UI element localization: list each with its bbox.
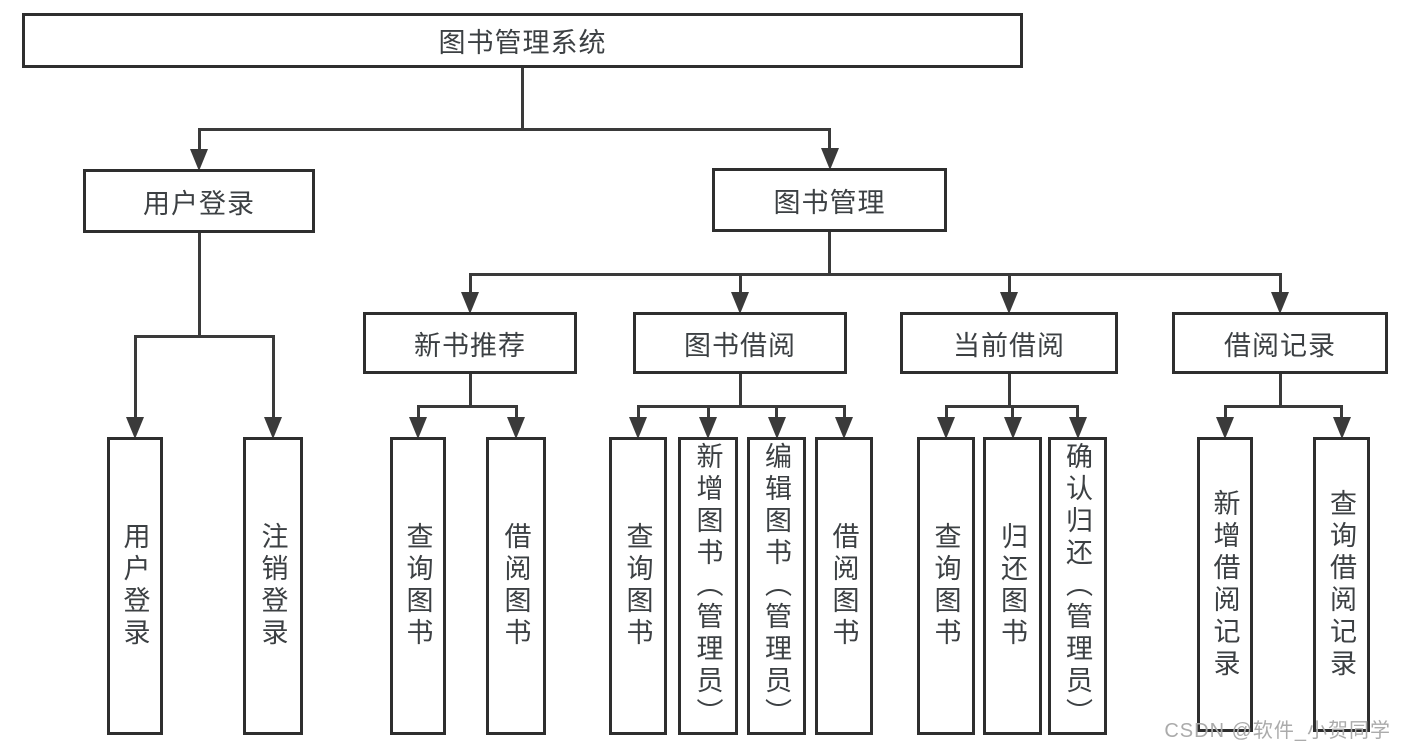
node-label-root: 图书管理系统 — [438, 28, 607, 58]
connector-line — [1278, 273, 1282, 294]
connector-line — [133, 335, 137, 419]
arrowhead-icon — [1216, 417, 1234, 439]
connector-line — [1223, 405, 1343, 408]
node-rec-query: 查询图书 — [390, 437, 446, 735]
arrowhead-icon — [507, 417, 525, 439]
connector-line — [521, 68, 524, 131]
arrowhead-icon — [731, 292, 749, 314]
node-logout: 注销登录 — [243, 437, 303, 735]
arrowhead-icon — [767, 417, 786, 439]
arrowhead-icon — [190, 149, 208, 171]
node-new-book-rec: 新书推荐 — [363, 312, 577, 374]
connector-line — [1223, 405, 1227, 419]
node-label-rec-borrow: 借阅图书 — [500, 522, 531, 650]
connector-line — [416, 405, 518, 408]
connector-line — [706, 405, 710, 419]
arrowhead-icon — [835, 417, 853, 439]
node-label-book-mgmt: 图书管理 — [773, 187, 886, 218]
connector-line — [197, 128, 201, 151]
node-label-borrow-records: 借阅记录 — [1224, 330, 1336, 361]
arrowhead-icon — [461, 292, 479, 314]
node-label-bb-query: 查询图书 — [622, 522, 653, 650]
connector-line — [133, 335, 275, 338]
csdn-watermark: CSDN @软件_小贺同学 — [1164, 720, 1391, 742]
node-label-br-query: 查询借阅记录 — [1326, 488, 1356, 681]
connector-line — [1340, 405, 1343, 419]
node-label-current-borrow: 当前借阅 — [953, 330, 1065, 361]
node-label-new-book-rec: 新书推荐 — [414, 330, 526, 361]
node-cb-return: 归还图书 — [983, 437, 1042, 735]
connector-line — [738, 273, 742, 294]
node-rec-borrow: 借阅图书 — [486, 437, 546, 735]
node-login: 用户登录 — [107, 437, 163, 735]
connector-line — [1278, 374, 1282, 408]
node-label-cb-confirm: 确认归还（管理员） — [1062, 442, 1092, 730]
node-br-query: 查询借阅记录 — [1313, 437, 1370, 732]
node-cb-confirm: 确认归还（管理员） — [1048, 437, 1107, 735]
node-user-login: 用户登录 — [83, 169, 315, 233]
node-cb-query: 查询图书 — [917, 437, 975, 735]
connector-line — [468, 374, 472, 408]
node-bb-add: 新增图书（管理员） — [678, 437, 738, 735]
connector-line — [828, 232, 831, 276]
arrowhead-icon — [1003, 417, 1022, 439]
arrowhead-icon — [699, 417, 717, 439]
connector-line — [775, 405, 778, 419]
connector-line — [468, 273, 472, 294]
node-current-borrow: 当前借阅 — [900, 312, 1118, 374]
node-book-mgmt: 图书管理 — [712, 168, 947, 232]
node-book-borrow: 图书借阅 — [633, 312, 847, 374]
connector-line — [636, 405, 640, 419]
connector-line — [738, 374, 742, 408]
node-br-add: 新增借阅记录 — [1197, 437, 1253, 732]
node-bb-query: 查询图书 — [609, 437, 667, 735]
node-label-user-login: 用户登录 — [143, 188, 255, 219]
connector-line — [828, 128, 831, 150]
connector-line — [842, 405, 846, 419]
arrowhead-icon — [820, 148, 839, 170]
arrowhead-icon — [1271, 292, 1289, 314]
connector-line — [1007, 374, 1011, 408]
connector-line — [1011, 405, 1014, 419]
node-label-rec-query: 查询图书 — [402, 522, 433, 650]
node-label-cb-query: 查询图书 — [930, 522, 961, 650]
connector-line — [514, 405, 518, 419]
connector-line — [197, 128, 831, 131]
node-label-book-borrow: 图书借阅 — [684, 330, 796, 361]
arrowhead-icon — [1068, 417, 1087, 439]
node-bb-edit: 编辑图书（管理员） — [747, 437, 806, 735]
connector-line — [1007, 273, 1011, 294]
node-label-bb-edit: 编辑图书（管理员） — [761, 442, 791, 730]
arrowhead-icon — [937, 417, 955, 439]
node-bb-borrow: 借阅图书 — [815, 437, 873, 735]
node-label-login: 用户登录 — [119, 522, 150, 650]
connector-line — [636, 405, 846, 408]
connector-line — [271, 335, 275, 419]
connector-line — [468, 273, 1282, 276]
connector-line — [197, 233, 201, 338]
node-label-logout: 注销登录 — [257, 522, 288, 650]
arrowhead-icon — [126, 417, 144, 439]
node-label-br-add: 新增借阅记录 — [1209, 488, 1240, 681]
arrowhead-icon — [264, 417, 282, 439]
node-root: 图书管理系统 — [22, 13, 1023, 68]
arrowhead-icon — [1332, 417, 1351, 439]
connector-line — [944, 405, 948, 419]
arrowhead-icon — [629, 417, 647, 439]
node-label-bb-add: 新增图书（管理员） — [692, 442, 723, 730]
node-label-bb-borrow: 借阅图书 — [828, 522, 859, 650]
connector-line — [1076, 405, 1079, 419]
arrowhead-icon — [1000, 292, 1018, 314]
node-label-cb-return: 归还图书 — [997, 522, 1027, 650]
arrowhead-icon — [409, 417, 427, 439]
connector-line — [416, 405, 420, 419]
node-borrow-records: 借阅记录 — [1172, 312, 1388, 374]
